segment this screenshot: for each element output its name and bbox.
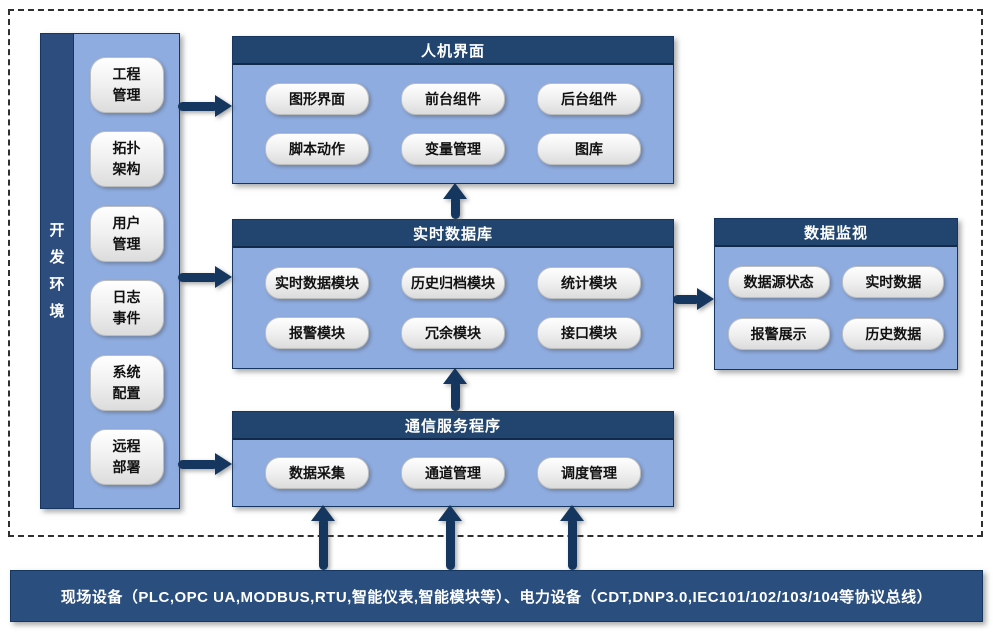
node-backend-components: 后台组件	[537, 83, 641, 115]
node-redundancy-module: 冗余模块	[401, 317, 505, 350]
sidebar-item-topology: 拓扑 架构	[89, 131, 164, 188]
node-realtime-data: 实时数据	[842, 266, 945, 299]
arrow-sidebar-to-rtdb-icon	[178, 266, 232, 288]
node-history-archive-module: 历史归档模块	[401, 266, 505, 299]
node-interface-module: 接口模块	[537, 317, 641, 350]
sidebar-item-system-config: 系统 配置	[89, 354, 164, 411]
sidebar-item-user-management: 用户 管理	[89, 205, 164, 262]
box-comm-title: 通信服务程序	[233, 412, 673, 440]
arrow-rtdb-to-hmi-icon	[443, 183, 467, 219]
box-monitor: 数据监视 数据源状态 实时数据 报警展示 历史数据	[714, 218, 958, 370]
node-realtime-data-module: 实时数据模块	[265, 266, 369, 299]
node-datasource-status: 数据源状态	[727, 266, 830, 299]
node-gallery: 图库	[537, 133, 641, 165]
sidebar-item-log-events: 日志 事件	[89, 280, 164, 337]
node-dispatch-management: 调度管理	[537, 457, 641, 489]
arrow-sidebar-to-comm-icon	[178, 453, 232, 475]
node-alarm-module: 报警模块	[265, 317, 369, 350]
node-script-actions: 脚本动作	[265, 133, 369, 165]
arrow-bus-to-comm-3-icon	[560, 505, 584, 570]
arrow-sidebar-to-hmi-icon	[178, 95, 232, 117]
node-alarm-display: 报警展示	[727, 317, 830, 350]
dev-environment-frame	[8, 9, 983, 537]
sidebar-item-project-management: 工程 管理	[89, 56, 164, 113]
box-hmi-body: 图形界面 前台组件 后台组件 脚本动作 变量管理 图库	[233, 65, 673, 183]
box-rtdb-body: 实时数据模块 历史归档模块 统计模块 报警模块 冗余模块 接口模块	[233, 248, 673, 368]
node-data-acquisition: 数据采集	[265, 457, 369, 489]
box-monitor-body: 数据源状态 实时数据 报警展示 历史数据	[715, 247, 957, 369]
field-device-bus-bar: 现场设备（PLC,OPC UA,MODBUS,RTU,智能仪表,智能模块等）、电…	[10, 570, 983, 622]
arrow-rtdb-to-monitor-icon	[673, 288, 714, 310]
node-history-data: 历史数据	[842, 317, 945, 350]
dev-env-sidebar: 开发环境 工程 管理 拓扑 架构 用户 管理 日志 事件 系统 配置 远程 部署	[40, 33, 180, 509]
box-comm: 通信服务程序 数据采集 通道管理 调度管理	[232, 411, 674, 507]
box-comm-body: 数据采集 通道管理 调度管理	[233, 440, 673, 506]
box-hmi-title: 人机界面	[233, 37, 673, 65]
field-device-bus-label: 现场设备（PLC,OPC UA,MODBUS,RTU,智能仪表,智能模块等）、电…	[60, 588, 933, 606]
node-frontend-components: 前台组件	[401, 83, 505, 115]
sidebar-title: 开发环境	[49, 222, 65, 320]
box-hmi: 人机界面 图形界面 前台组件 后台组件 脚本动作 变量管理 图库	[232, 36, 674, 184]
arrow-comm-to-rtdb-icon	[443, 368, 467, 411]
box-rtdb-title: 实时数据库	[233, 220, 673, 248]
sidebar-item-remote-deploy: 远程 部署	[89, 429, 164, 486]
sidebar-title-strip: 开发环境	[41, 34, 74, 508]
box-rtdb: 实时数据库 实时数据模块 历史归档模块 统计模块 报警模块 冗余模块 接口模块	[232, 219, 674, 369]
node-graphic-interface: 图形界面	[265, 83, 369, 115]
sidebar-items: 工程 管理 拓扑 架构 用户 管理 日志 事件 系统 配置 远程 部署	[74, 34, 179, 508]
node-statistics-module: 统计模块	[537, 266, 641, 299]
node-channel-management: 通道管理	[401, 457, 505, 489]
node-variable-management: 变量管理	[401, 133, 505, 165]
box-monitor-title: 数据监视	[715, 219, 957, 247]
arrow-bus-to-comm-1-icon	[311, 505, 335, 570]
arrow-bus-to-comm-2-icon	[438, 505, 462, 570]
